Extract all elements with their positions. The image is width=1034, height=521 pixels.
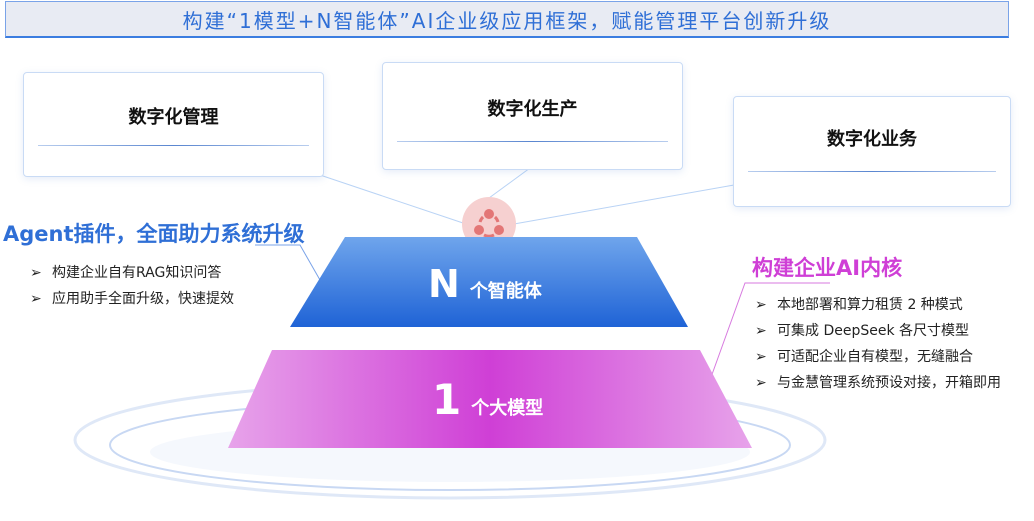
tier-text: 个智能体 xyxy=(469,281,542,302)
tier-model-label: 1 个大模型 xyxy=(432,375,543,424)
bullet-icon: ➢ xyxy=(30,291,42,307)
item-text: 应用助手全面升级，快速提效 xyxy=(52,291,234,307)
item-text: 可适配企业自有模型，无缝融合 xyxy=(777,349,973,365)
item-text: 可集成 DeepSeek 各尺寸模型 xyxy=(777,323,970,339)
core-heading: 构建企业AI内核 xyxy=(752,256,903,280)
bullet-icon: ➢ xyxy=(755,349,767,365)
core-list: ➢ 本地部署和算力租赁 2 种模式 ➢ 可集成 DeepSeek 各尺寸模型 ➢ 可适… xyxy=(755,292,1001,396)
tier-number: N xyxy=(428,262,460,306)
bullet-icon: ➢ xyxy=(755,297,767,313)
bullet-icon: ➢ xyxy=(30,265,42,281)
divider xyxy=(38,145,309,146)
bullet-icon: ➢ xyxy=(755,375,767,391)
item-text: 与金慧管理系统预设对接，开箱即用 xyxy=(777,375,1001,391)
divider xyxy=(397,141,668,142)
list-item: ➢ 构建企业自有RAG知识问答 xyxy=(30,260,234,286)
item-text: 本地部署和算力租赁 2 种模式 xyxy=(777,297,963,313)
card-title: 数字化管理 xyxy=(128,107,219,128)
card-title: 数字化业务 xyxy=(827,129,917,150)
card-digital-production: 数字化生产 xyxy=(382,62,683,170)
title-banner: 构建“1模型+N智能体”AI企业级应用框架，赋能管理平台创新升级 xyxy=(5,1,1009,38)
tier-agents-label: N 个智能体 xyxy=(428,262,542,306)
list-item: ➢ 与金慧管理系统预设对接，开箱即用 xyxy=(755,370,1001,396)
agent-heading: Agent插件，全面助力系统升级 xyxy=(3,222,305,246)
card-title: 数字化生产 xyxy=(487,99,578,120)
list-item: ➢ 可适配企业自有模型，无缝融合 xyxy=(755,344,1001,370)
divider xyxy=(748,171,996,172)
tier-text: 个大模型 xyxy=(471,398,544,419)
item-text: 构建企业自有RAG知识问答 xyxy=(52,265,222,281)
tier-number: 1 xyxy=(432,375,462,424)
card-digital-business: 数字化业务 xyxy=(733,96,1011,207)
banner-title: 构建“1模型+N智能体”AI企业级应用框架，赋能管理平台创新升级 xyxy=(182,8,832,33)
tier-model xyxy=(228,350,752,448)
bullet-icon: ➢ xyxy=(755,323,767,339)
tier-agents xyxy=(290,237,688,327)
list-item: ➢ 可集成 DeepSeek 各尺寸模型 xyxy=(755,318,1001,344)
list-item: ➢ 本地部署和算力租赁 2 种模式 xyxy=(755,292,1001,318)
card-digital-management: 数字化管理 xyxy=(23,72,324,177)
list-item: ➢ 应用助手全面升级，快速提效 xyxy=(30,286,234,312)
agent-list: ➢ 构建企业自有RAG知识问答 ➢ 应用助手全面升级，快速提效 xyxy=(30,260,234,312)
